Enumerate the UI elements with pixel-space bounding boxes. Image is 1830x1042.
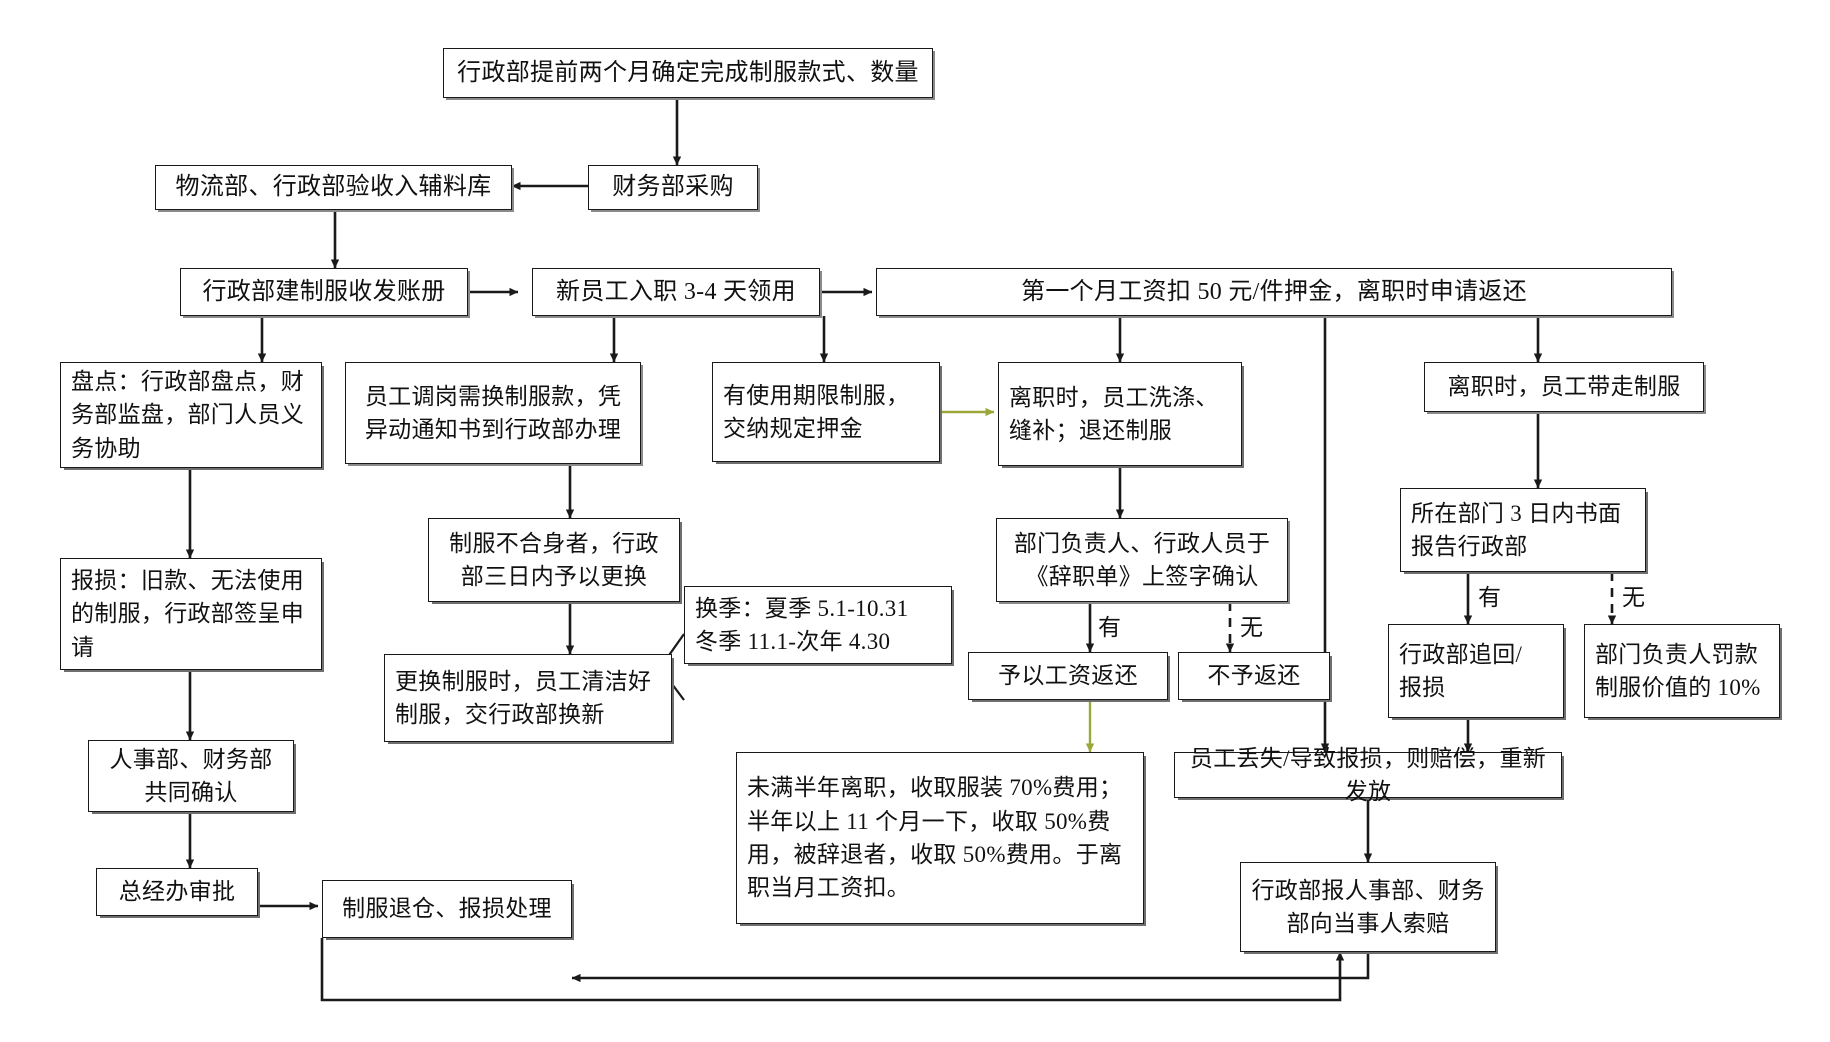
node-label: 有使用期限制服，交纳规定押金 xyxy=(723,382,910,441)
node-label: 未满半年离职，收取服装 70%费用；半年以上 11 个月一下，收取 50%费用，… xyxy=(747,775,1123,901)
node-resign-wash-repair-return[interactable]: 离职时，员工洗涤、缝补；退还制服 xyxy=(998,362,1242,466)
node-label: 部门负责人、行政人员于《辞职单》上签字确认 xyxy=(1013,530,1271,589)
node-label: 财务部采购 xyxy=(612,174,734,201)
node-dept-head-fine-10pct[interactable]: 部门负责人罚款制服价值的 10% xyxy=(1584,624,1780,718)
node-label: 离职时，员工带走制服 xyxy=(1447,374,1681,400)
node-transfer-change-uniform[interactable]: 员工调岗需换制服款，凭异动通知书到行政部办理 xyxy=(345,362,641,464)
node-gm-office-approval[interactable]: 总经办审批 xyxy=(96,868,258,916)
node-label: 总经办审批 xyxy=(118,879,236,905)
node-label: 第一个月工资扣 50 元/件押金，离职时申请返还 xyxy=(1021,278,1527,305)
node-label: 员工调岗需换制服款，凭异动通知书到行政部办理 xyxy=(364,383,622,442)
node-label: 人事部、财务部共同确认 xyxy=(109,746,273,805)
node-refund-salary[interactable]: 予以工资返还 xyxy=(968,652,1168,700)
node-label: 新员工入职 3-4 天领用 xyxy=(556,278,796,305)
node-admin-confirm-style-qty[interactable]: 行政部提前两个月确定完成制服款式、数量 xyxy=(443,48,933,98)
node-dept-written-report-3days[interactable]: 所在部门 3 日内书面报告行政部 xyxy=(1400,488,1646,572)
node-admin-report-claim[interactable]: 行政部报人事部、财务部向当事人索赔 xyxy=(1240,862,1496,952)
node-label: 更换制服时，员工清洁好制服，交行政部换新 xyxy=(395,668,652,727)
node-uniform-return-scrap-handling[interactable]: 制服退仓、报损处理 xyxy=(322,880,572,938)
node-hr-finance-confirm[interactable]: 人事部、财务部共同确认 xyxy=(88,740,294,812)
node-label: 所在部门 3 日内书面报告行政部 xyxy=(1411,500,1622,559)
node-scrap-report[interactable]: 报损：旧款、无法使用的制服，行政部签呈申请 xyxy=(60,558,322,670)
node-admin-recover-or-scrap[interactable]: 行政部追回/ 报损 xyxy=(1388,624,1564,718)
node-label: 报损：旧款、无法使用的制服，行政部签呈申请 xyxy=(71,567,304,660)
node-admin-build-ledger[interactable]: 行政部建制服收发账册 xyxy=(180,268,468,316)
node-label: 部门负责人罚款制服价值的 10% xyxy=(1595,641,1761,700)
edge-label-no-report: 无 xyxy=(1622,585,1645,610)
node-employee-loss-compensate[interactable]: 员工丢失/导致报损，则赔偿，重新发放 xyxy=(1174,746,1562,804)
node-label: 制服退仓、报损处理 xyxy=(342,896,552,922)
node-label: 盘点：行政部盘点，财务部监盘，部门人员义务协助 xyxy=(71,368,304,461)
node-label: 物流部、行政部验收入辅料库 xyxy=(175,174,492,201)
node-first-month-deposit[interactable]: 第一个月工资扣 50 元/件押金，离职时申请返还 xyxy=(876,268,1672,316)
node-new-employee-issue[interactable]: 新员工入职 3-4 天领用 xyxy=(532,268,820,316)
node-resign-take-uniform[interactable]: 离职时，员工带走制服 xyxy=(1424,362,1704,412)
edge-label-yes-report: 有 xyxy=(1478,585,1501,610)
edge-label-yes-resignation: 有 xyxy=(1098,615,1121,640)
node-no-refund[interactable]: 不予返还 xyxy=(1178,652,1330,700)
node-label: 离职时，员工洗涤、缝补；退还制服 xyxy=(1009,384,1219,443)
node-uniform-with-term-deposit[interactable]: 有使用期限制服，交纳规定押金 xyxy=(712,362,940,462)
node-season-change-dates[interactable]: 换季：夏季 5.1-10.31 冬季 11.1-次年 4.30 xyxy=(684,586,952,664)
node-label: 行政部提前两个月确定完成制服款式、数量 xyxy=(457,59,919,86)
node-resign-fee-rules[interactable]: 未满半年离职，收取服装 70%费用；半年以上 11 个月一下，收取 50%费用，… xyxy=(736,752,1144,924)
node-clean-uniform-exchange[interactable]: 更换制服时，员工清洁好制服，交行政部换新 xyxy=(384,654,672,742)
node-label: 换季：夏季 5.1-10.31 冬季 11.1-次年 4.30 xyxy=(695,595,909,654)
node-sign-resignation-form[interactable]: 部门负责人、行政人员于《辞职单》上签字确认 xyxy=(996,518,1288,602)
node-label: 员工丢失/导致报损，则赔偿，重新发放 xyxy=(1189,745,1547,804)
node-finance-purchase[interactable]: 财务部采购 xyxy=(588,165,758,210)
node-label: 制服不合身者，行政部三日内予以更换 xyxy=(449,530,659,589)
edge-label-no-resignation: 无 xyxy=(1240,615,1263,640)
node-label: 行政部报人事部、财务部向当事人索赔 xyxy=(1251,877,1485,936)
node-label: 行政部建制服收发账册 xyxy=(202,278,446,305)
node-label: 行政部追回/ 报损 xyxy=(1399,641,1523,700)
node-logistics-receive-warehouse[interactable]: 物流部、行政部验收入辅料库 xyxy=(155,165,512,210)
node-inventory-check[interactable]: 盘点：行政部盘点，财务部监盘，部门人员义务协助 xyxy=(60,362,322,468)
node-label: 予以工资返还 xyxy=(998,663,1138,689)
node-label: 不予返还 xyxy=(1207,663,1301,689)
node-uniform-not-fit-replace[interactable]: 制服不合身者，行政部三日内予以更换 xyxy=(428,518,680,602)
